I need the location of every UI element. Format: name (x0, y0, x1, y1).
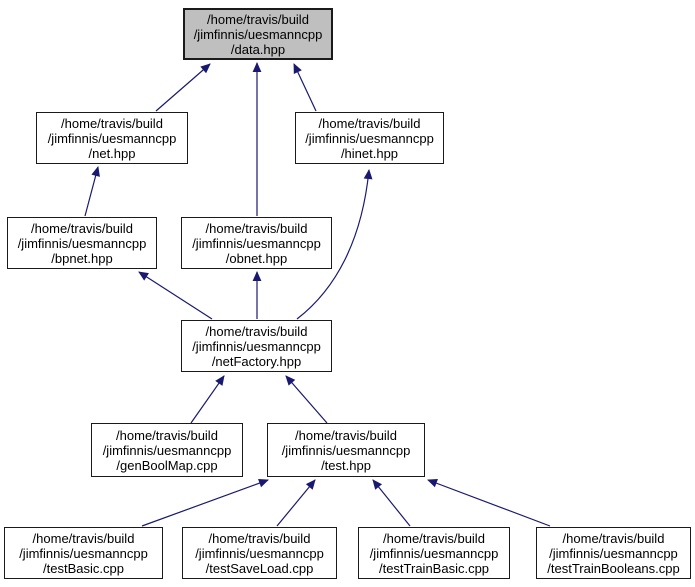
edge-bpnet-to-net (84, 166, 100, 217)
node-testtrainbooleans-cpp[interactable]: /home/travis/build /jimfinnis/uesmanncpp… (536, 527, 691, 579)
edge-net-to-data (155, 63, 211, 112)
edge-hinet-to-data (293, 63, 317, 112)
node-obnet-hpp[interactable]: /home/travis/build /jimfinnis/uesmanncpp… (181, 217, 332, 269)
node-bpnet-hpp[interactable]: /home/travis/build /jimfinnis/uesmanncpp… (7, 217, 157, 269)
node-testsaveload-cpp[interactable]: /home/travis/build /jimfinnis/uesmanncpp… (182, 527, 337, 579)
edge-netfactory-to-bpnet (138, 271, 213, 320)
node-hinet-hpp[interactable]: /home/travis/build /jimfinnis/uesmanncpp… (295, 112, 444, 164)
edge-testtrainbasic-to-test (372, 479, 411, 527)
edge-test-to-netfactory (285, 375, 328, 424)
edge-testbasic-to-test (141, 478, 269, 527)
node-testtrainbasic-cpp[interactable]: /home/travis/build /jimfinnis/uesmanncpp… (358, 527, 510, 579)
node-genboolmap-cpp[interactable]: /home/travis/build /jimfinnis/uesmanncpp… (91, 423, 243, 477)
node-net-hpp[interactable]: /home/travis/build /jimfinnis/uesmanncpp… (36, 112, 188, 164)
node-netfactory-hpp[interactable]: /home/travis/build /jimfinnis/uesmanncpp… (181, 320, 332, 372)
node-data-hpp[interactable]: /home/travis/build /jimfinnis/uesmanncpp… (183, 8, 333, 60)
edge-genboolmap-to-netfactory (190, 375, 225, 424)
edge-netfactory-to-hinet (296, 169, 373, 320)
edge-testsaveload-to-test (276, 479, 316, 527)
node-test-hpp[interactable]: /home/travis/build /jimfinnis/uesmanncpp… (267, 423, 425, 477)
node-testbasic-cpp[interactable]: /home/travis/build /jimfinnis/uesmanncpp… (4, 527, 163, 579)
edge-testtrainbooleans-to-test (427, 479, 551, 527)
